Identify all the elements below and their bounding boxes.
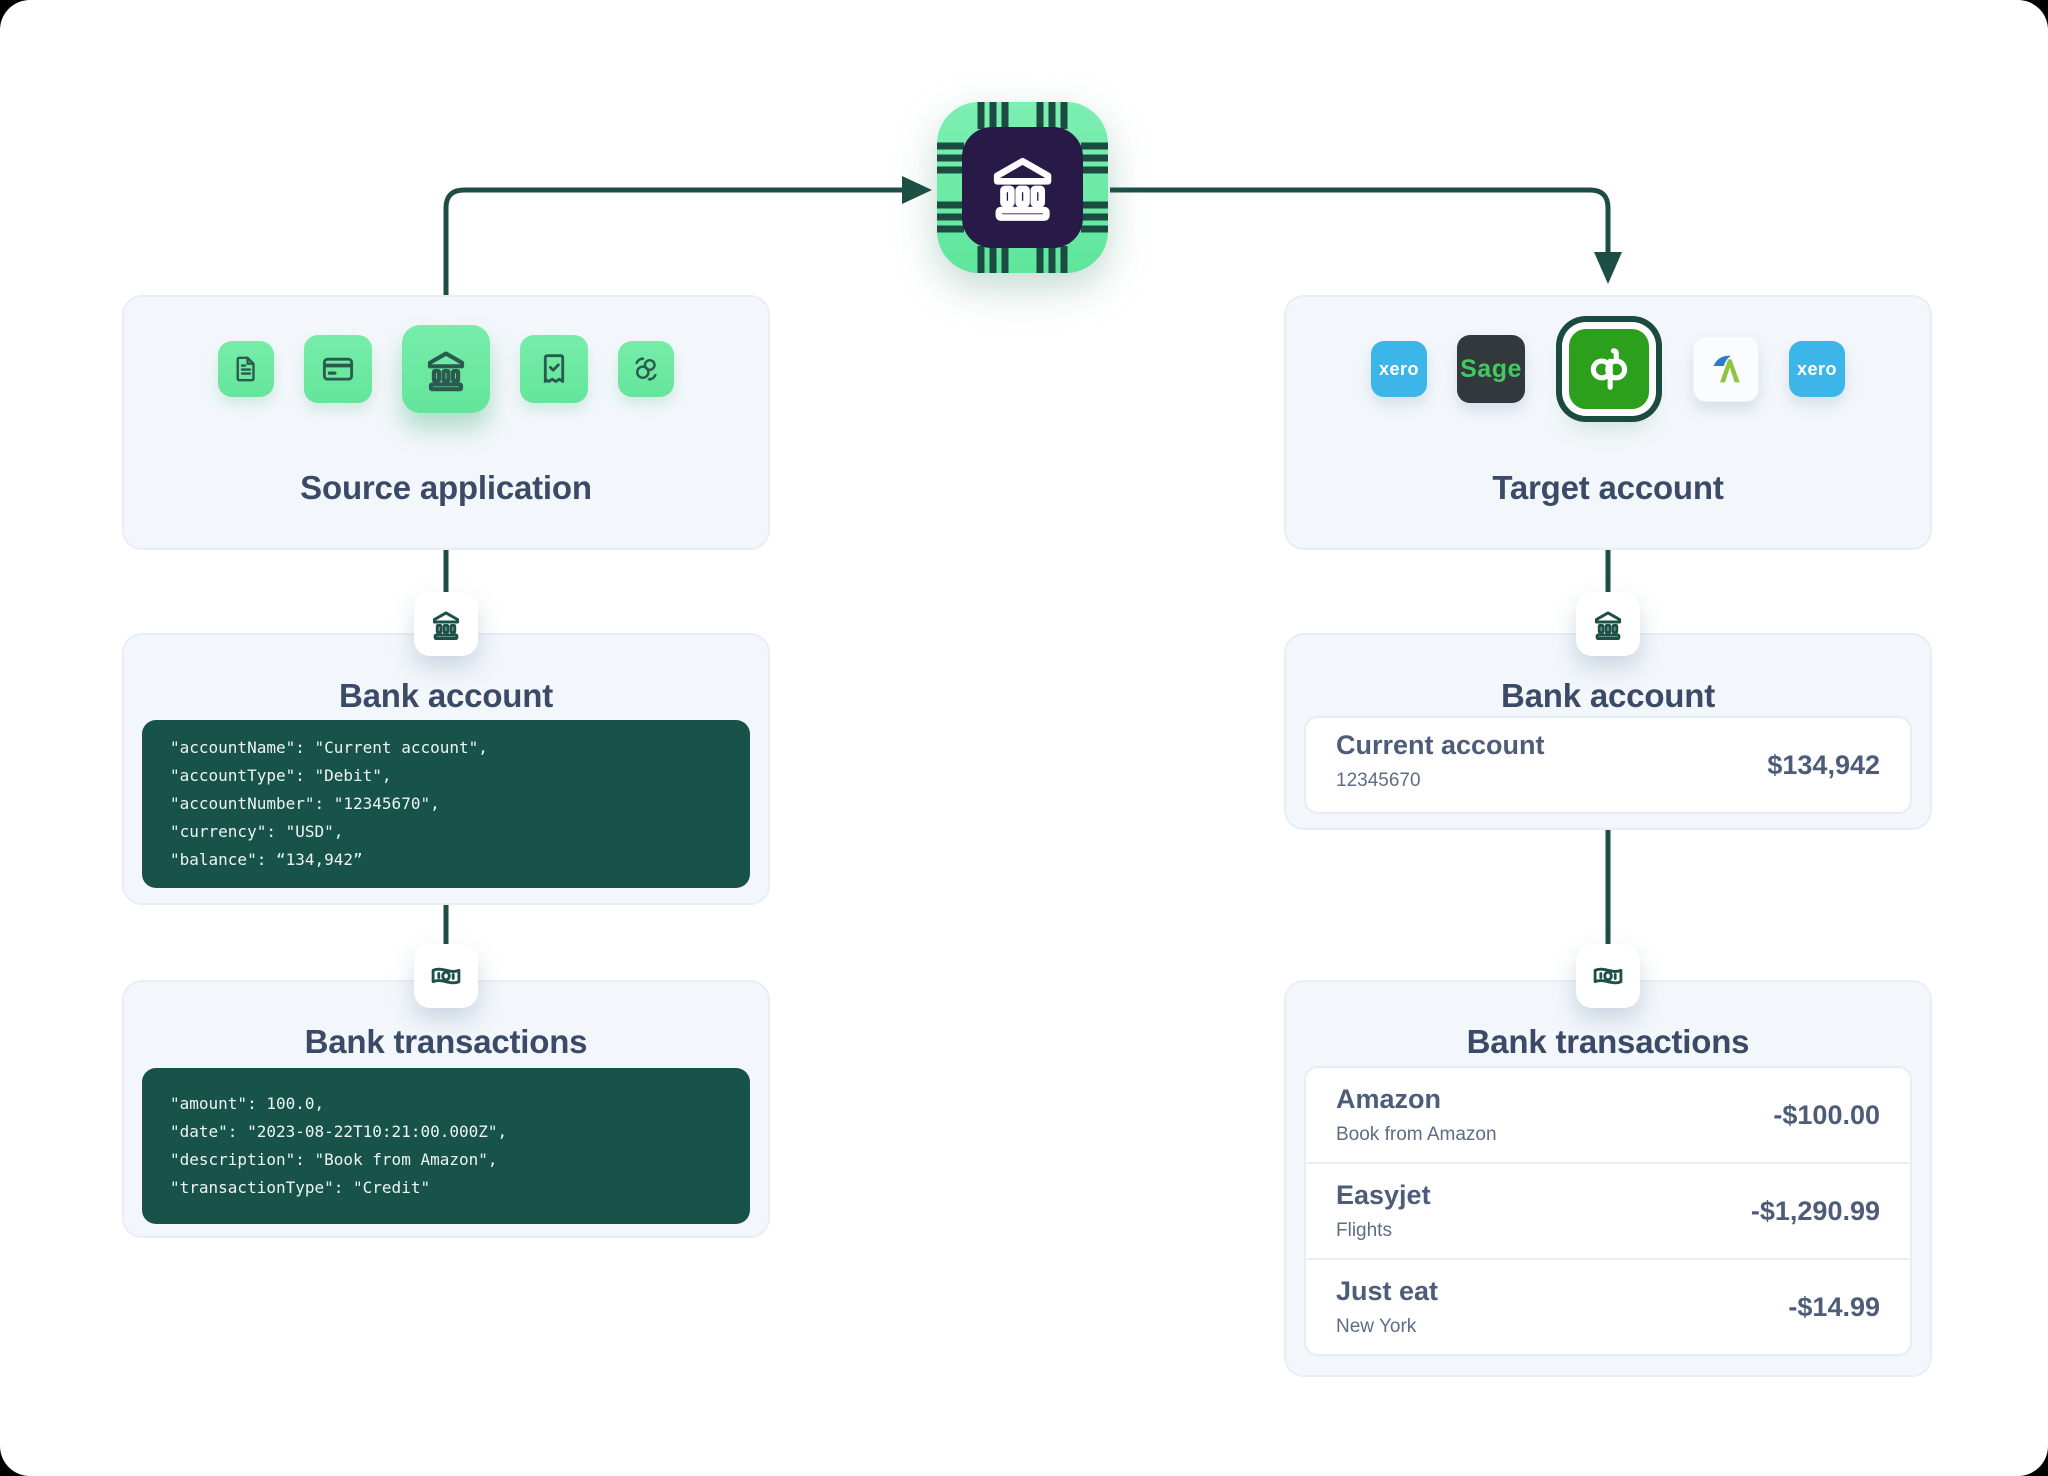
xero-logo: xero [1371, 341, 1427, 397]
bank-chip-graphic [937, 102, 1108, 273]
source-bank-account-panel: Bank account "accountName": "Current acc… [122, 633, 770, 905]
transaction-row: Amazon Book from Amazon -$100.00 [1306, 1068, 1910, 1162]
code-line: "amount": 100.0, [170, 1094, 325, 1113]
source-bank-transactions-panel: Bank transactions "amount": 100.0, "date… [122, 980, 770, 1238]
target-app-logos-row: xero Sage xero [1286, 323, 1930, 415]
code-line: "description": "Book from Amazon", [170, 1150, 498, 1169]
banknote-badge-icon [1576, 944, 1640, 1008]
xero-logo: xero [1789, 341, 1845, 397]
code-line: "accountNumber": "12345670", [170, 794, 440, 813]
sage-logo: Sage [1457, 335, 1525, 403]
code-line: "transactionType": "Credit" [170, 1178, 431, 1197]
code-line: "accountName": "Current account", [170, 738, 488, 757]
transaction-merchant: Amazon [1336, 1084, 1442, 1114]
credit-card-icon [304, 335, 372, 403]
bank-transactions-title: Bank transactions [304, 1023, 588, 1060]
source-app-icons-row [124, 323, 768, 415]
bank-account-code-block: "accountName": "Current account", "accou… [142, 720, 750, 888]
bank-transactions-code-block: "amount": 100.0, "date": "2023-08-22T10:… [142, 1068, 750, 1224]
arrow-chip-to-target [1110, 187, 1611, 252]
target-bank-transactions-panel: Bank transactions Amazon Book from Amazo… [1284, 980, 1932, 1377]
banknote-badge-icon [414, 944, 478, 1008]
transaction-amount: -$14.99 [1788, 1291, 1880, 1322]
transaction-amount: -$100.00 [1773, 1099, 1880, 1130]
arrow-source-to-chip [443, 187, 902, 295]
bank-account-title: Bank account [339, 677, 553, 714]
bank-badge-icon [1576, 592, 1640, 656]
xero-logo-label: xero [1378, 358, 1420, 379]
account-balance: $134,942 [1767, 749, 1880, 780]
bank-transactions-card: Amazon Book from Amazon -$100.00 Easyjet… [1304, 1066, 1912, 1356]
transaction-detail: Flights [1336, 1220, 1392, 1241]
source-application-panel: Source application [122, 295, 770, 550]
bank-account-title: Bank account [1501, 677, 1715, 714]
code-line: "accountType": "Debit", [170, 766, 392, 785]
sync-icon [618, 341, 674, 397]
account-name: Current account [1336, 730, 1545, 760]
bank-icon [402, 325, 490, 413]
code-line: "date": "2023-08-22T10:21:00.000Z", [170, 1122, 508, 1141]
transaction-detail: New York [1336, 1316, 1417, 1337]
sage-logo-label: Sage [1460, 354, 1522, 383]
bank-account-card: Current account 12345670 $134,942 [1304, 716, 1912, 814]
code-line: "balance": “134,942” [170, 850, 363, 869]
target-bank-account-panel: Bank account Current account 12345670 $1… [1284, 633, 1932, 830]
freeagent-logo [1693, 336, 1759, 402]
account-number: 12345670 [1336, 770, 1421, 791]
transaction-row: Just eat New York -$14.99 [1306, 1258, 1910, 1354]
bank-transactions-title: Bank transactions [1466, 1023, 1750, 1060]
target-panel-title: Target account [1492, 469, 1724, 506]
target-account-panel: xero Sage xero Target account [1284, 295, 1932, 550]
arrowhead-down-icon [1594, 252, 1622, 284]
transaction-detail: Book from Amazon [1336, 1124, 1497, 1145]
receipt-check-icon [520, 335, 588, 403]
file-document-icon [218, 341, 274, 397]
transaction-row: Easyjet Flights -$1,290.99 [1306, 1162, 1910, 1258]
transaction-amount: -$1,290.99 [1750, 1195, 1880, 1226]
quickbooks-logo [1569, 329, 1649, 409]
bank-badge-icon [414, 592, 478, 656]
transaction-merchant: Just eat [1336, 1276, 1439, 1306]
xero-logo-label: xero [1796, 358, 1838, 379]
code-line: "currency": "USD", [170, 822, 344, 841]
transaction-merchant: Easyjet [1336, 1180, 1431, 1210]
source-panel-title: Source application [300, 469, 592, 506]
arrowhead-right-icon [902, 176, 932, 204]
bank-chip-icon [935, 100, 1110, 275]
